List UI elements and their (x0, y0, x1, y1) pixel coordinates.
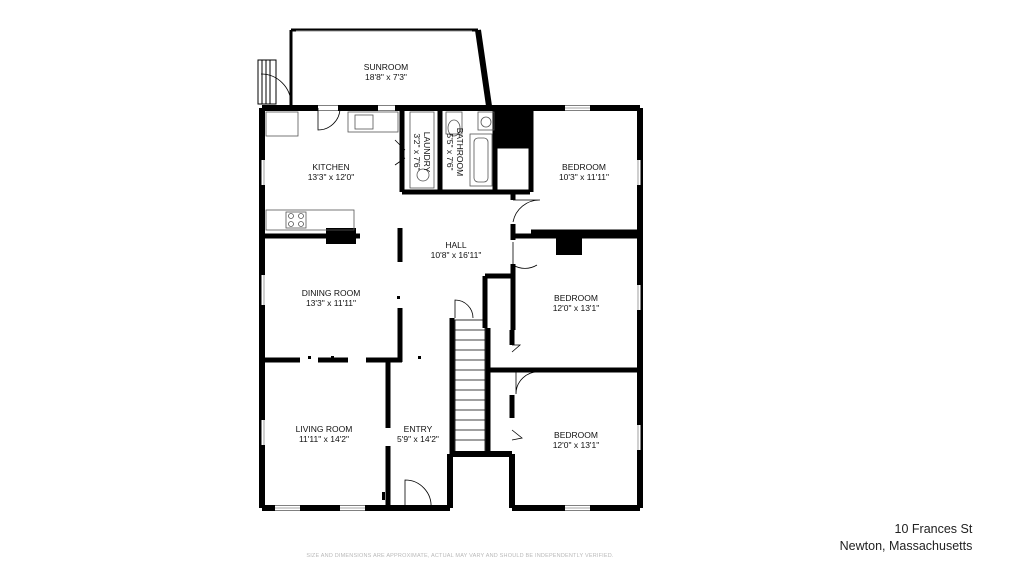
dimension-marks (308, 296, 421, 500)
room-label-bathroom: BATHROOM 5'5" x 7'6" (445, 128, 465, 176)
room-label-bedroom-2: BEDROOM 12'0" x 13'1" (553, 293, 600, 313)
room-label-laundry: LAUNDRY 3'2" x 7'6" (412, 132, 432, 172)
room-name: HALL (445, 240, 467, 250)
room-dimensions: 12'0" x 13'1" (552, 303, 600, 313)
room-name: SUNROOM (363, 62, 409, 72)
room-dimensions: 12'0" x 13'1" (552, 440, 600, 450)
address-street: 10 Frances St (894, 522, 973, 536)
bath-fixtures (409, 111, 495, 189)
room-dimensions: 5'5" x 7'6" (445, 133, 455, 171)
room-name: BEDROOM (554, 293, 598, 303)
room-dimensions: 3'2" x 7'6" (412, 133, 422, 171)
room-label-sunroom: SUNROOM 18'8" x 7'3" (364, 62, 408, 82)
door-swings (317, 107, 541, 509)
room-label-dining-room: DINING ROOM 13'3" x 11'11" (302, 288, 361, 308)
room-name: LAUNDRY (422, 131, 432, 173)
room-dimensions: 10'3" x 11'11" (558, 172, 610, 182)
exterior-steps (257, 59, 292, 105)
room-label-entry: ENTRY 5'9" x 14'2" (397, 424, 439, 444)
room-label-bedroom-1: BEDROOM 10'3" x 11'11" (559, 162, 609, 182)
room-name: LIVING ROOM (295, 424, 353, 434)
chimneys (326, 228, 582, 255)
sunroom-walls (289, 28, 492, 107)
room-dimensions: 5'9" x 14'2" (397, 434, 439, 444)
room-label-bedroom-3: BEDROOM 12'0" x 13'1" (553, 430, 600, 450)
room-name: DINING ROOM (301, 288, 361, 298)
room-name: BEDROOM (562, 162, 606, 172)
room-dimensions: 18'8" x 7'3" (365, 72, 407, 82)
room-label-kitchen: KITCHEN 13'3" x 12'0" (308, 162, 355, 182)
room-label-hall: HALL 10'8" x 16'11" (431, 240, 482, 260)
room-dimensions: 13'3" x 11'11" (305, 298, 357, 308)
room-name: BATHROOM (455, 127, 465, 177)
room-dimensions: 10'8" x 16'11" (430, 250, 482, 260)
room-dimensions: 13'3" x 12'0" (307, 172, 355, 182)
room-label-living-room: LIVING ROOM 11'11" x 14'2" (296, 424, 353, 444)
room-name: BEDROOM (554, 430, 598, 440)
interior-walls (262, 105, 640, 508)
room-name: ENTRY (403, 424, 433, 434)
disclaimer-text: SIZE AND DIMENSIONS ARE APPROXIMATE, ACT… (306, 553, 614, 559)
room-dimensions: 11'11" x 14'2" (298, 434, 350, 444)
kitchen-fixtures (265, 111, 399, 231)
address-city: Newton, Massachusetts (839, 539, 973, 553)
staircase (454, 319, 486, 453)
window-glazing (263, 107, 639, 509)
room-name: KITCHEN (312, 162, 350, 172)
property-address: 10 Frances St Newton, Massachusetts (840, 521, 973, 555)
